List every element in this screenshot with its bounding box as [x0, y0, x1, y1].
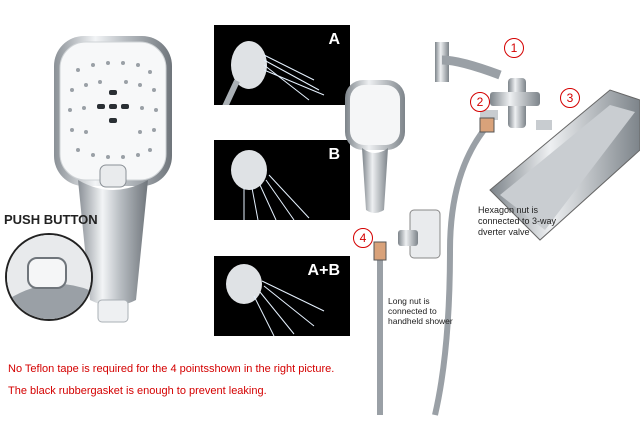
panel-b-label: B [328, 146, 340, 163]
spray-panel-ab: A+B [214, 256, 350, 336]
holder-icon [398, 209, 441, 259]
marker-1: 1 [504, 38, 524, 58]
push-button-closeup [5, 233, 93, 321]
spray-panel-b: B [214, 140, 350, 220]
diverter-icon [480, 78, 552, 130]
rain-head-icon [489, 89, 640, 241]
panel-ab-label: A+B [307, 262, 340, 279]
panel-a-label: A [328, 31, 340, 48]
arm-icon [435, 42, 502, 82]
installation-diagram [345, 42, 640, 416]
showerhead-icon [221, 41, 325, 105]
showerhead-icon [231, 150, 310, 220]
marker-2: 2 [470, 92, 490, 112]
note-line-1: No Teflon tape is required for the 4 poi… [8, 363, 335, 375]
marker-3: 3 [560, 88, 580, 108]
handheld-showerhead-illustration [54, 36, 172, 323]
showerhead-icon [226, 264, 325, 336]
hexagon-nut-note: Hexagon nut is connected to 3-way dverte… [478, 205, 557, 237]
push-button-label: PUSH BUTTON [4, 212, 98, 227]
note-line-2: The black rubbergasket is enough to prev… [8, 385, 267, 397]
long-nut-note: Long nut is connected to handheld shower [388, 296, 453, 326]
showerhead-icon [345, 80, 405, 213]
spray-panel-a: A [214, 25, 350, 105]
hose-icon [373, 117, 495, 416]
marker-4: 4 [353, 228, 373, 248]
